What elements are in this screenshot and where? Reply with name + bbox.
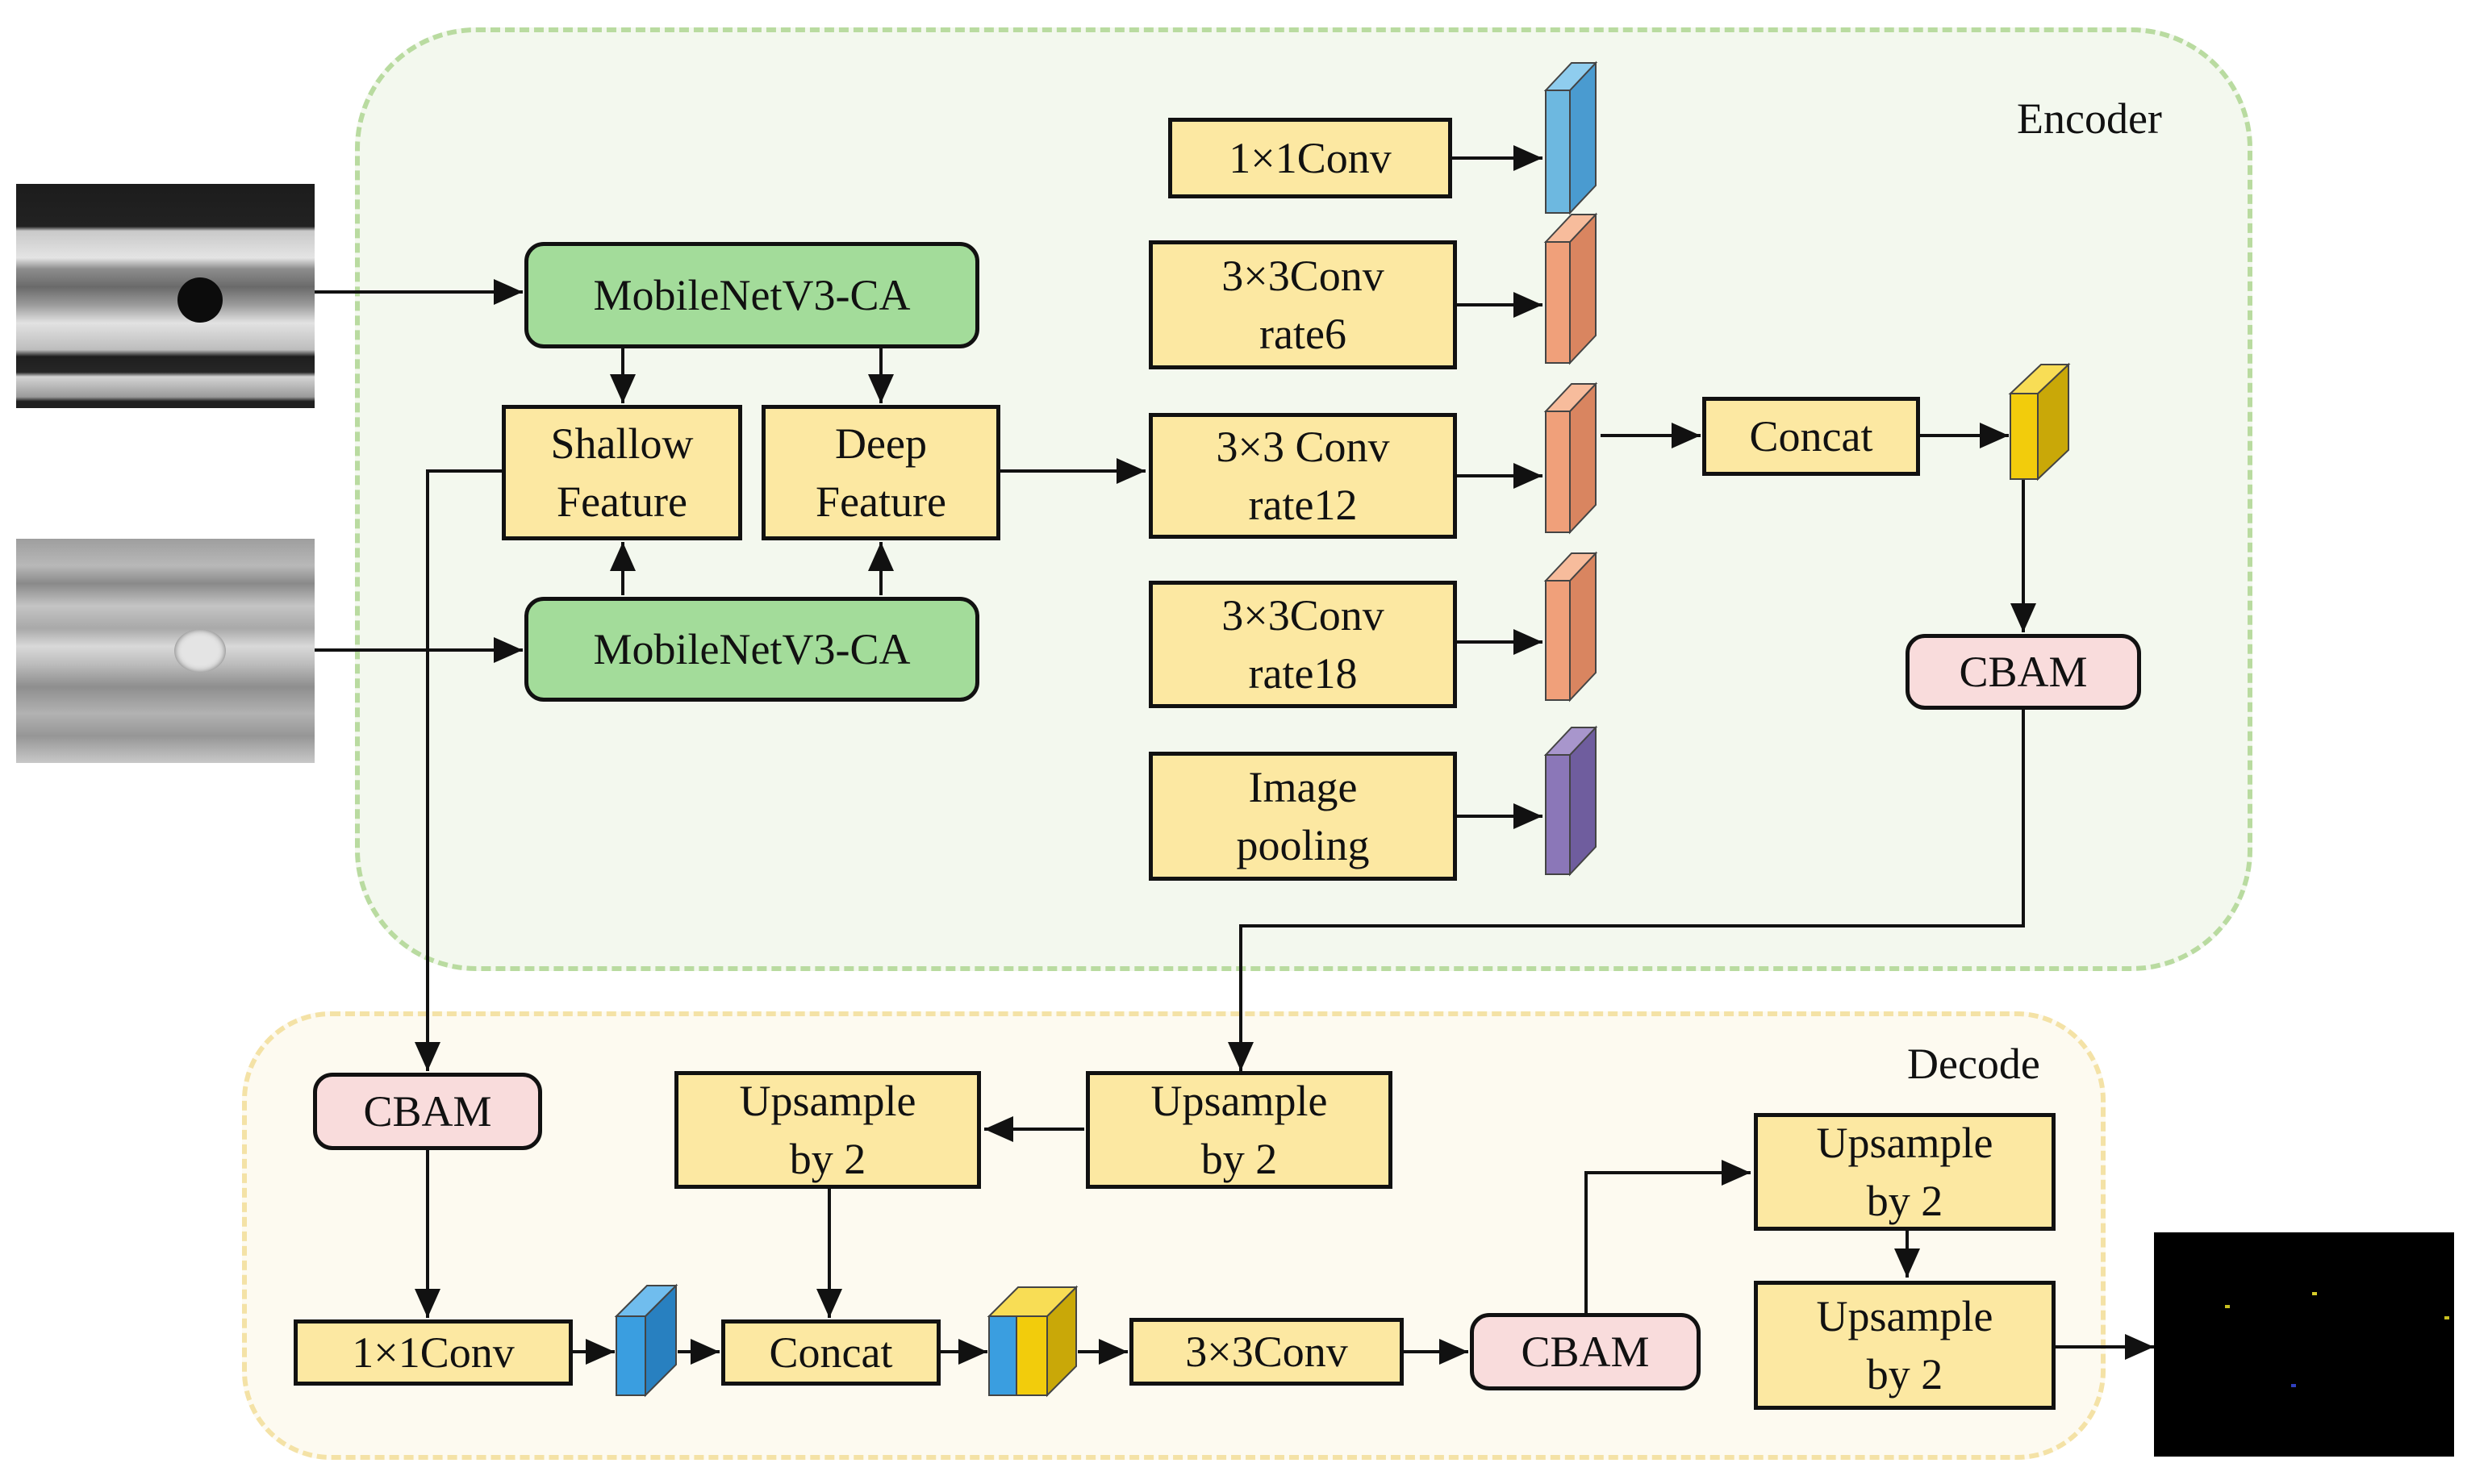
feature-slab-blue xyxy=(1543,60,1598,215)
upsample-a-box: Upsample by 2 xyxy=(1086,1071,1392,1189)
input-image-top xyxy=(16,184,315,408)
concat-encoder-box: Concat xyxy=(1702,397,1920,476)
arrow-shallow-to-cbam xyxy=(415,469,502,1071)
upsample-b-box: Upsample by 2 xyxy=(674,1071,981,1189)
encoder-label: Encoder xyxy=(2017,94,2162,143)
backbone-bottom-box: MobileNetV3-CA xyxy=(524,597,979,702)
feature-slab-orange-rate6 xyxy=(1543,212,1598,365)
arrow-cbam-to-upsample-c xyxy=(1584,1160,1751,1316)
feature-slab-blue-decoder xyxy=(614,1283,678,1398)
feature-slab-concat-decoder xyxy=(987,1285,1079,1398)
segment-speck xyxy=(2444,1316,2449,1319)
arrow-cbam-to-upsample xyxy=(1228,697,2025,1071)
concat-decoder-box: Concat xyxy=(721,1319,941,1386)
upsample-d-box: Upsample by 2 xyxy=(1754,1281,2056,1410)
input-image-bottom xyxy=(16,539,315,763)
cbam-encoder-box: CBAM xyxy=(1906,634,2141,710)
conv-1x1-decoder-box: 1×1Conv xyxy=(294,1319,573,1386)
blob-defect xyxy=(174,629,226,673)
conv-1x1-box: 1×1Conv xyxy=(1168,118,1452,198)
feature-slab-yellow-encoder xyxy=(2008,362,2071,481)
cbam-decoder-right-box: CBAM xyxy=(1470,1313,1701,1390)
conv-rate18-box: 3×3Conv rate18 xyxy=(1149,581,1457,708)
segment-speck xyxy=(2291,1384,2296,1387)
deep-feature-box: Deep Feature xyxy=(762,405,1000,540)
conv-rate12-box: 3×3 Conv rate12 xyxy=(1149,413,1457,539)
segment-speck xyxy=(2225,1305,2230,1308)
output-segmentation-image xyxy=(2154,1232,2454,1457)
segment-speck xyxy=(2312,1292,2317,1295)
conv-rate6-box: 3×3Conv rate6 xyxy=(1149,240,1457,369)
backbone-top-box: MobileNetV3-CA xyxy=(524,242,979,348)
decoder-label: Decode xyxy=(1907,1040,2040,1088)
upsample-c-box: Upsample by 2 xyxy=(1754,1113,2056,1231)
feature-slab-purple xyxy=(1543,725,1598,877)
feature-slab-orange-rate12 xyxy=(1543,381,1598,535)
hole-defect xyxy=(177,277,223,323)
shallow-feature-box: Shallow Feature xyxy=(502,405,742,540)
conv-3x3-decoder-box: 3×3Conv xyxy=(1129,1318,1404,1386)
cbam-decoder-left-box: CBAM xyxy=(313,1073,542,1150)
image-pooling-box: Image pooling xyxy=(1149,752,1457,881)
feature-slab-orange-rate18 xyxy=(1543,551,1598,702)
